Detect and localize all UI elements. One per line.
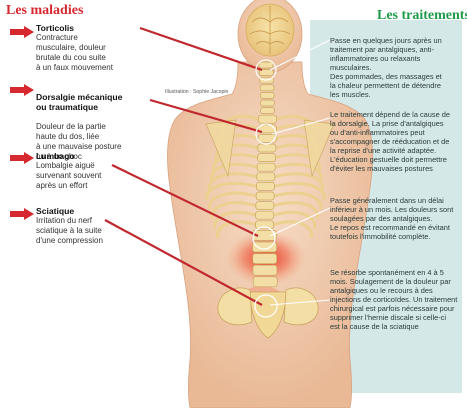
rib	[272, 182, 326, 200]
condition-torticolis: Torticolis Contracture musculaire, doule…	[36, 23, 146, 73]
vertebra	[256, 162, 276, 172]
vertebra	[255, 220, 274, 230]
brain-folds	[249, 6, 291, 54]
red-arrow-icon	[10, 208, 34, 220]
vertebra	[258, 61, 274, 69]
rib	[205, 182, 258, 200]
illustration-credit: Illustration : Sophie Jacopin	[165, 89, 229, 95]
condition-description: Lombalgie aiguë survenant souvent après …	[36, 161, 102, 190]
rib	[207, 172, 259, 191]
rib	[210, 162, 259, 181]
rib	[208, 191, 258, 210]
condition-description: Douleur de la partie haute du dos, liée …	[36, 122, 122, 161]
condition-name: Dorsalgie mécanique ou traumatique	[36, 92, 123, 112]
red-arrow-icon	[10, 84, 34, 96]
rib	[213, 210, 258, 229]
vertebra	[252, 264, 278, 276]
condition-description: Irritation du nerf sciatique à la suite …	[36, 216, 103, 245]
rib	[272, 220, 314, 239]
vertebra	[252, 276, 278, 288]
rib	[273, 162, 323, 181]
vertebra	[255, 201, 275, 210]
treatment-lumbago: Passe généralement dans un délai inférie…	[330, 196, 454, 241]
vertebra	[252, 253, 278, 264]
vertebra	[259, 69, 274, 76]
vertebra	[255, 191, 275, 201]
condition-name: Torticolis	[36, 23, 75, 33]
vertebra	[257, 143, 277, 153]
vertebra	[257, 153, 276, 162]
rib	[272, 191, 323, 210]
condition-description: Contracture musculaire, douleur brutale …	[36, 33, 113, 72]
treatment-sciatique: Se résorbe spontanément en 4 à 5 mois. S…	[330, 268, 458, 331]
vertebra	[258, 124, 277, 134]
callout-lines	[104, 26, 263, 306]
condition-lumbago: Lumbago Lombalgie aiguë survenant souven…	[36, 151, 146, 191]
treatments-title: Les traitements	[377, 8, 467, 23]
condition-dorsalgie: Dorsalgie mécanique ou traumatique Doule…	[36, 82, 146, 172]
treatment-dorsalgie: Le traitement dépend de la cause de la d…	[330, 110, 450, 173]
scapula-right	[303, 119, 335, 178]
treatment-torticolis: Passe en quelques jours après un traitem…	[330, 36, 442, 99]
vertebra	[252, 230, 277, 241]
condition-name: Lumbago	[36, 151, 75, 161]
vertebra	[260, 107, 275, 114]
pelvis-left	[217, 287, 253, 326]
rib	[274, 153, 321, 172]
vertebra	[259, 84, 275, 92]
vertebra	[256, 182, 275, 191]
rib	[216, 220, 258, 239]
rib	[273, 172, 324, 191]
vertebra	[252, 241, 277, 253]
rib	[272, 210, 317, 229]
target-circles	[252, 59, 278, 318]
rib	[272, 201, 320, 220]
pelvis-right	[283, 287, 319, 326]
vertebra	[260, 99, 275, 107]
red-arrow-icon	[10, 152, 34, 164]
red-arrow-icon	[10, 26, 34, 38]
condition-name: Sciatique	[36, 206, 75, 216]
spine	[252, 61, 278, 288]
vertebra	[258, 114, 277, 124]
vertebra	[255, 210, 275, 220]
treatment-connector-lines	[269, 39, 331, 306]
vertebra	[259, 92, 275, 99]
vertebra	[256, 172, 276, 182]
condition-sciatique: Sciatique Irritation du nerf sciatique à…	[36, 206, 146, 246]
scapula-left	[205, 119, 237, 178]
rib	[210, 201, 258, 220]
diseases-title: Les maladies	[6, 3, 84, 18]
vertebra	[257, 134, 277, 143]
